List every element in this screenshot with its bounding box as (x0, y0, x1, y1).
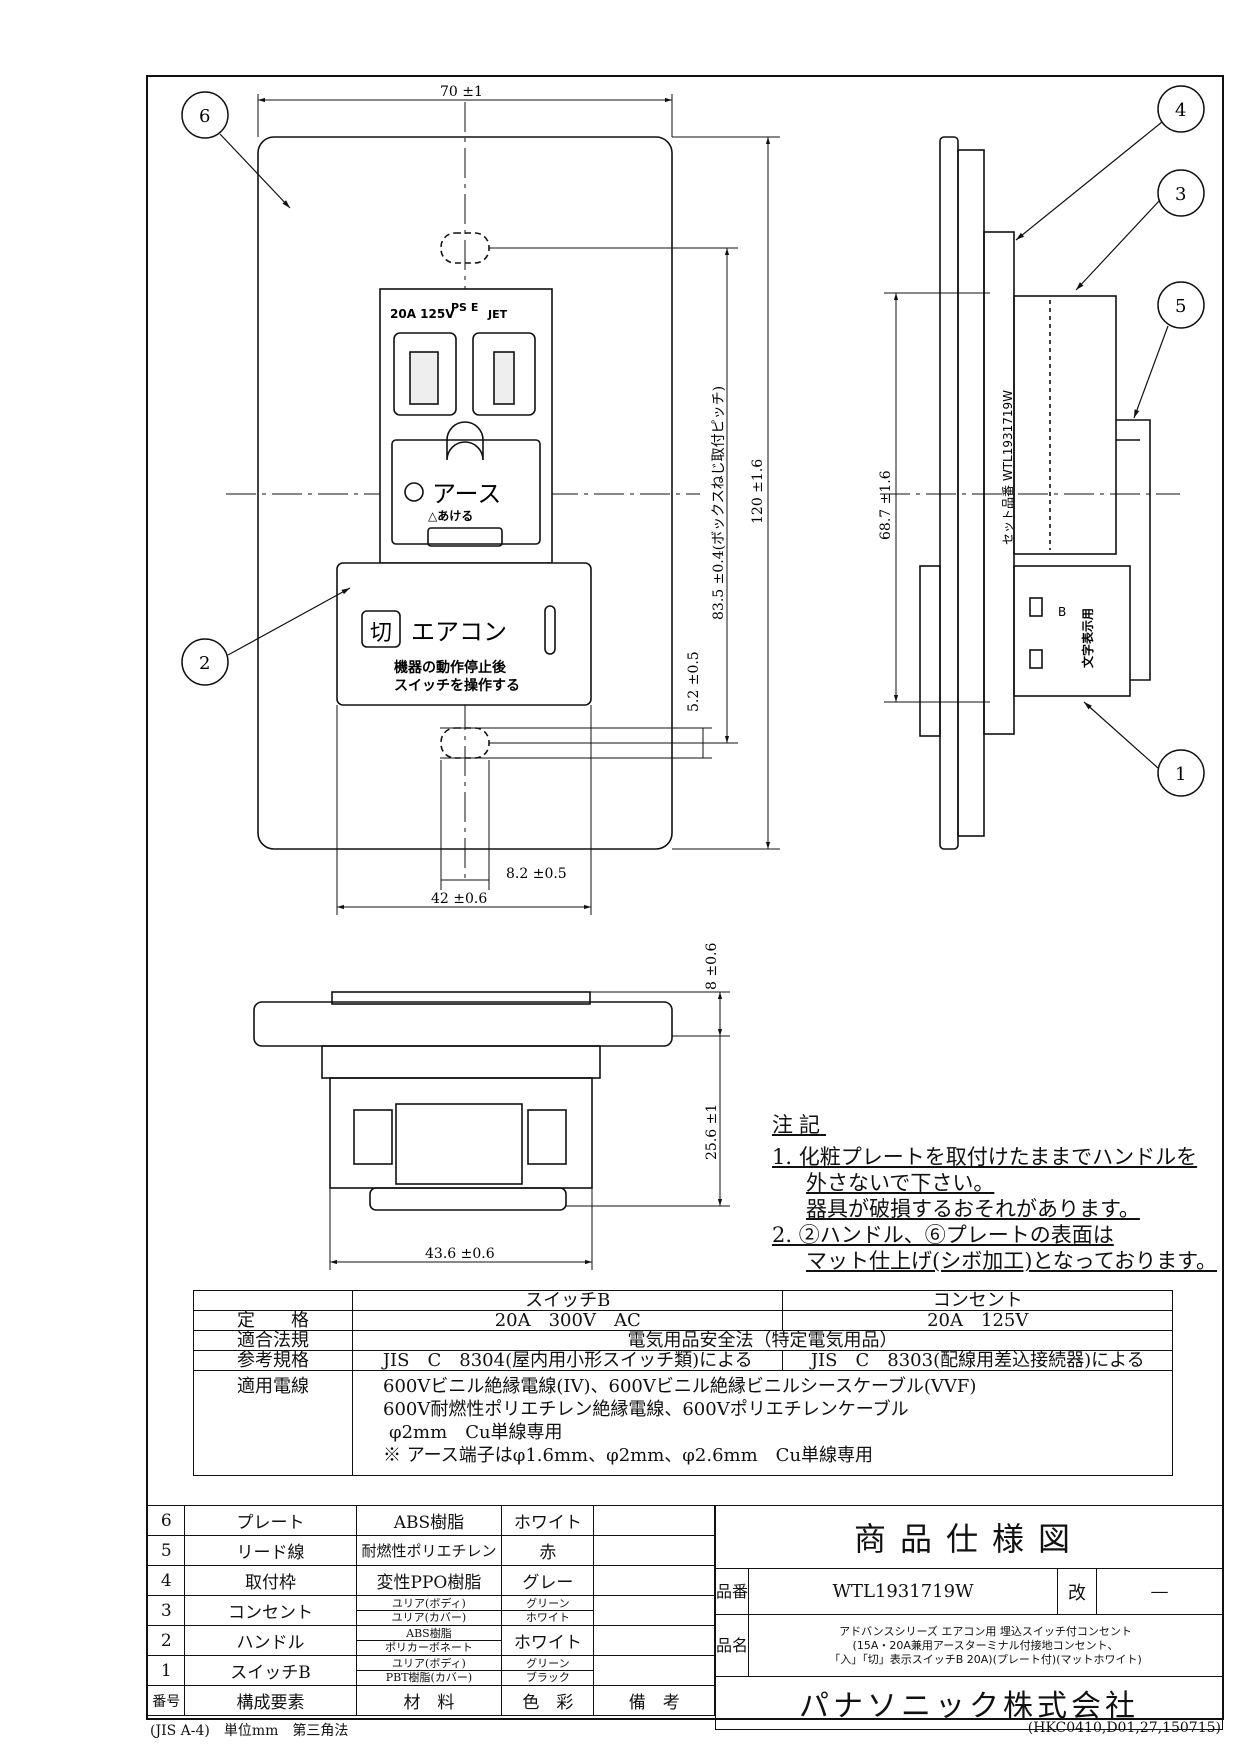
dim-slot-gap: 5.2 ±0.5 (686, 651, 702, 712)
table-row: 4 取付枠 変性PPO樹脂 グレー (146, 1565, 715, 1596)
spec-wire-label: 適用電線 (193, 1370, 353, 1476)
spec-std-switch: JIS C 8304(屋内用小形スイッチ類)による (351, 1350, 784, 1371)
open-label: △あける (428, 509, 473, 523)
spec-std-label: 参考規格 (193, 1350, 353, 1371)
dim-plate-width: 70 ±1 (440, 84, 483, 100)
title-heading: 商品仕様図 (715, 1505, 1223, 1569)
switch-note-1: 機器の動作停止後 (394, 659, 507, 676)
table-row: 6 プレート ABS樹脂 ホワイト (146, 1505, 715, 1536)
dim-body-depth: 25.6 ±1 (704, 1104, 720, 1160)
spec-table: スイッチB コンセント 定 格 20A 300V AC 20A 125V 適合法… (193, 1290, 1173, 1476)
balloon-5: 5 (1175, 296, 1186, 317)
cert-mark-pse: PS E (451, 301, 478, 314)
spec-wire-4: ※ アース端子はφ1.6mm、φ2mm、φ2.6mm Cu単線専用 (383, 1445, 874, 1466)
front-view (226, 102, 700, 880)
pn-label: 品番 (714, 1568, 750, 1615)
balloon-3: 3 (1175, 184, 1186, 205)
parts-header-row: 番号 構成要素 材 料 色 彩 備 考 (146, 1685, 715, 1716)
product-name: アドバンスシリーズ エアコン用 埋込スイッチ付コンセント (15A・20A兼用ア… (748, 1614, 1223, 1677)
table-row: 1 スイッチB ユリア(ボディ)PBT樹脂(カバー) グリーンブラック (146, 1655, 715, 1686)
balloon-6: 6 (199, 106, 210, 127)
spec-wire-1: 600Vビニル絶縁電線(IV)、600Vビニル絶縁ビニルシースケーブル(VVF) (383, 1376, 977, 1397)
dim-bottom-width: 43.6 ±0.6 (425, 1246, 495, 1262)
dim-plate-depth: 8 ±0.6 (704, 943, 720, 990)
side-label-1: セット品番 WTL1931719W (1001, 390, 1015, 545)
spec-rating-switch: 20A 300V AC (351, 1310, 784, 1331)
switch-handle (336, 562, 592, 706)
dim-slot-width: 8.2 ±0.5 (506, 866, 567, 882)
name-label: 品名 (714, 1614, 750, 1677)
table-row: 5 リード線 耐燃性ポリエチレン 赤 (146, 1535, 715, 1566)
spec-rating-label: 定 格 (193, 1310, 353, 1331)
spec-rating-outlet: 20A 125V (782, 1310, 1173, 1331)
spec-col-outlet: コンセント (782, 1290, 1173, 1311)
rev-label: 改 (1057, 1568, 1098, 1615)
spec-col-switch: スイッチB (351, 1290, 784, 1311)
spec-std-outlet: JIS C 8303(配線用差込接続器)による (782, 1350, 1173, 1371)
note-1c: 器具が破損するおそれがあります。 (806, 1197, 1140, 1221)
cert-mark-jet: JET (487, 308, 508, 321)
sheet-border (146, 75, 1224, 1720)
note-1b: 外さないで下さい。 (806, 1171, 995, 1195)
notes-heading: 注記 (772, 1113, 826, 1137)
dim-side-height: 68.7 ±1.6 (878, 470, 894, 540)
parts-table: 6 プレート ABS樹脂 ホワイト 5 リード線 耐燃性ポリエチレン 赤 4 取… (146, 1505, 715, 1716)
bottom-view (253, 991, 673, 1211)
side-view (919, 136, 1151, 850)
side-label-3: 文字表示用 (1080, 608, 1095, 668)
switch-note-2: スイッチを操作する (394, 677, 520, 694)
spec-wire-3: φ2mm Cu単線専用 (389, 1422, 563, 1443)
footer-right: (HKC0410,D01,27,150715) (1027, 1720, 1221, 1736)
note-2a: 2. ②ハンドル、⑥プレートの表面は (772, 1223, 1114, 1247)
spec-law-value: 電気用品安全法（特定電気用品） (352, 1330, 1173, 1351)
spec-wire-value: 600Vビニル絶縁電線(IV)、600Vビニル絶縁ビニルシースケーブル(VVF)… (352, 1370, 1173, 1476)
switch-badge: 切 (370, 621, 392, 646)
table-row: 2 ハンドル ABS樹脂ポリカーボネート ホワイト (146, 1625, 715, 1656)
spec-wire-2: 600V耐燃性ポリエチレン絶縁電線、600Vポリエチレンケーブル (383, 1399, 909, 1420)
switch-name: エアコン (411, 618, 507, 646)
maker-name: パナソニック株式会社 (715, 1676, 1223, 1730)
dim-plate-height: 120 ±1.6 (750, 459, 766, 524)
note-1a: 1. 化粧プレートを取付けたままでハンドルを (772, 1145, 1198, 1169)
earth-label: アース (432, 480, 501, 508)
note-2b: マット仕上げ(シボ加工)となっております。 (806, 1249, 1217, 1273)
spec-law-label: 適合法規 (193, 1330, 353, 1351)
footer-left: (JIS A-4) 単位mm 第三角法 (150, 1723, 349, 1739)
rev-value: — (1096, 1568, 1223, 1615)
title-block: 商品仕様図 品番 WTL1931719W 改 — 品名 アドバンスシリーズ エア… (714, 1505, 1223, 1730)
outlet-rating: 20A 125V (390, 307, 455, 321)
table-row: 3 コンセント ユリア(ボディ)ユリア(カバー) グリーンホワイト (146, 1595, 715, 1626)
side-label-2: B (1058, 605, 1066, 619)
dim-box-pitch: 83.5 ±0.4(ボックスねじ取付ピッチ) (711, 386, 727, 620)
balloon-1: 1 (1175, 764, 1186, 785)
balloon-4: 4 (1175, 100, 1186, 121)
notes: 注記 1. 化粧プレートを取付けたままでハンドルを 外さないで下さい。 器具が破… (772, 1112, 1217, 1274)
balloon-2: 2 (199, 653, 210, 674)
dim-frame-width: 42 ±0.6 (431, 891, 487, 907)
part-number: WTL1931719W (748, 1568, 1059, 1615)
outlet-block (379, 288, 553, 564)
